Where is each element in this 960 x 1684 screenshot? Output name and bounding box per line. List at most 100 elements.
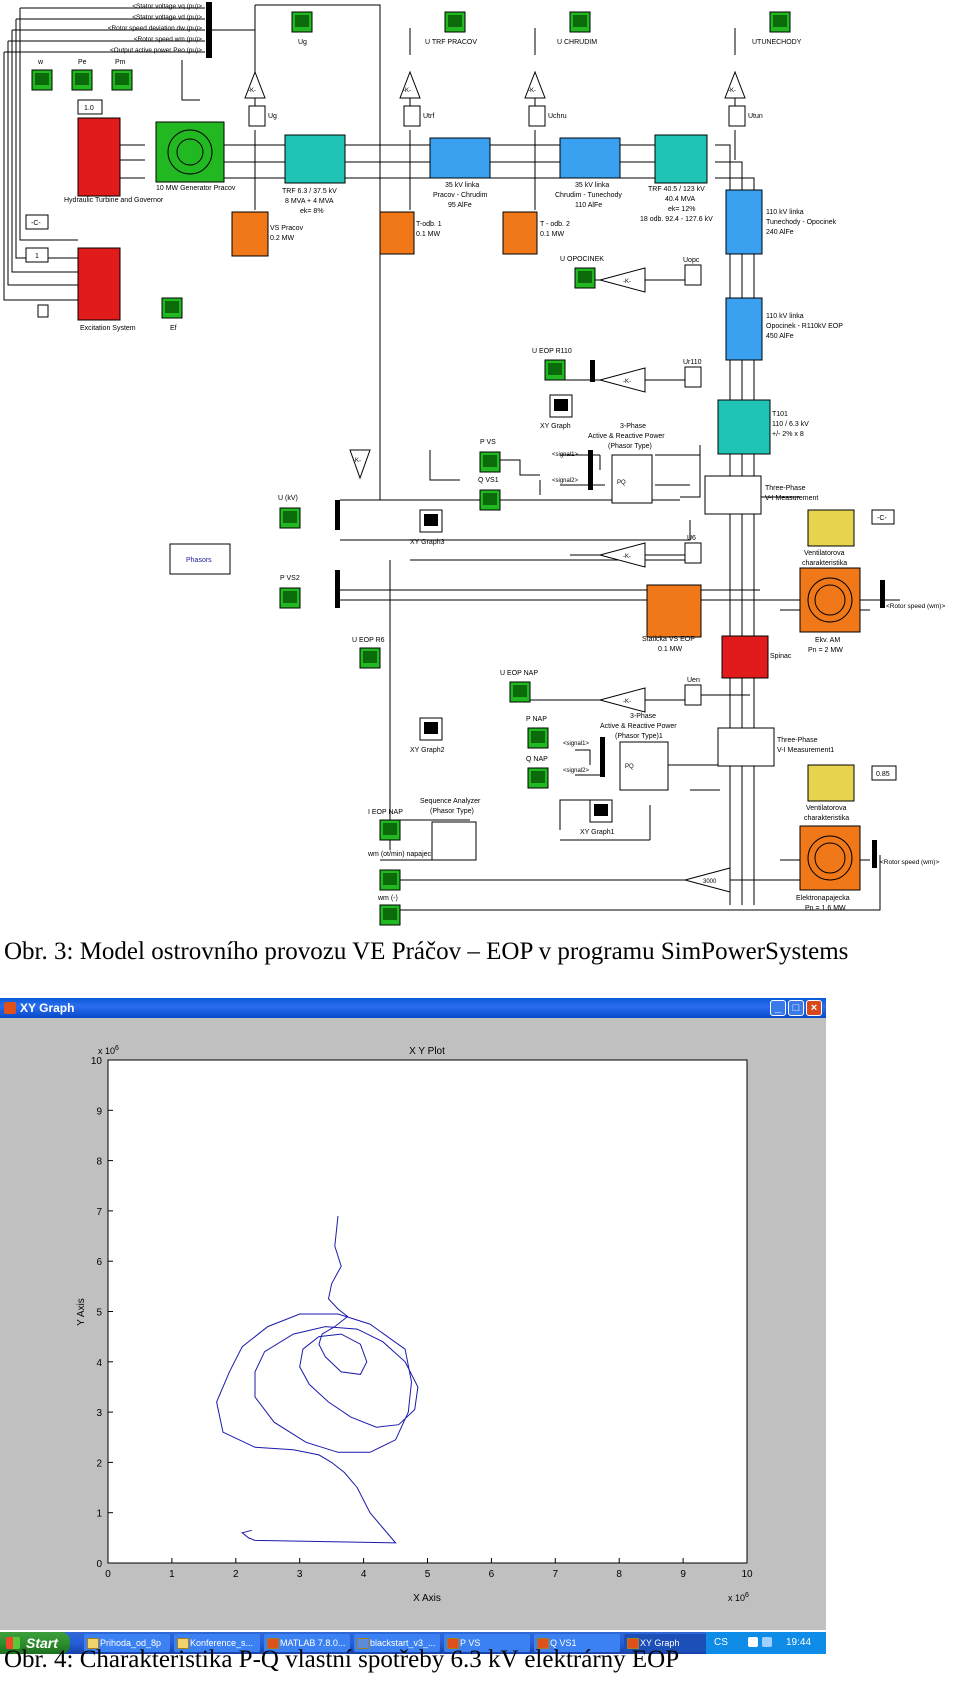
scope-utunechody[interactable]: UTUNECHODY: [752, 11, 802, 46]
minimize-button[interactable]: _: [770, 1000, 786, 1016]
xy-graph-block[interactable]: XY Graph: [540, 394, 573, 430]
tray-icon[interactable]: [762, 1637, 772, 1647]
svg-text:(Phasor Type): (Phasor Type): [608, 443, 652, 450]
t101-block[interactable]: T101 110 / 6.3 kV +/- 2% x 8: [717, 399, 809, 455]
voltage-meter[interactable]: [728, 105, 746, 127]
scope-p-vs2[interactable]: P VS2: [279, 575, 301, 609]
todb1-load[interactable]: T-odb. 1 0.1 MW: [379, 211, 442, 255]
const-c[interactable]: [25, 214, 49, 230]
taskbar-item[interactable]: MATLAB 7.8.0...: [264, 1634, 350, 1652]
scope-u-opocinek[interactable]: U OPOCINEK: [560, 256, 604, 289]
start-button[interactable]: Start: [0, 1632, 70, 1654]
vent1-block[interactable]: Ventilatorova charakteristika: [802, 509, 855, 567]
scope-u-kv[interactable]: U (kV): [278, 495, 301, 529]
vent2-block[interactable]: Ventilatorova charakteristika: [804, 764, 855, 822]
taskbar-item[interactable]: Konference_s...: [174, 1634, 260, 1652]
scope-q-vs1[interactable]: Q VS1: [478, 477, 501, 511]
gain-block[interactable]: [524, 70, 546, 99]
voltage-meter[interactable]: [684, 366, 702, 388]
svg-text:Ventilatorova: Ventilatorova: [804, 550, 845, 557]
tray-icon[interactable]: [748, 1637, 758, 1647]
window-titlebar[interactable]: XY Graph _ □ ×: [0, 998, 826, 1018]
scope-p-nap[interactable]: P NAP: [526, 716, 549, 749]
taskbar-item[interactable]: Q VS1: [534, 1634, 620, 1652]
scope-w[interactable]: w: [31, 59, 53, 91]
todb2-load[interactable]: T - odb. 2 0.1 MW: [502, 211, 570, 255]
line1-block[interactable]: 35 kV linka Pracov - Chrudim 95 AlFe: [429, 137, 491, 209]
scope-q-nap[interactable]: Q NAP: [526, 756, 549, 789]
scope-u-eop-r6[interactable]: U EOP R6: [352, 637, 385, 669]
gain-block[interactable]: [399, 70, 421, 99]
scope-ef[interactable]: Ef: [161, 297, 183, 332]
gain-block[interactable]: [598, 542, 646, 568]
voltage-meter[interactable]: [684, 684, 702, 706]
y-tick-label: 3: [96, 1408, 102, 1419]
voltage-meter[interactable]: [248, 105, 266, 127]
turbine-block[interactable]: Hydraulic Turbine and Governor: [64, 117, 164, 204]
taskbar-item[interactable]: blackstart_v3_...: [354, 1634, 440, 1652]
scope-u-eop-nap[interactable]: U EOP NAP: [500, 670, 538, 703]
maximize-button[interactable]: □: [788, 1000, 804, 1016]
gain-block[interactable]: [598, 267, 646, 293]
gain-block[interactable]: [598, 367, 646, 393]
am2-block[interactable]: Elektronapajecka Pn = 1.6 MW: [796, 825, 861, 912]
xy-graph3-block[interactable]: XY Graph3: [410, 509, 445, 546]
language-indicator[interactable]: CS: [714, 1637, 728, 1648]
svg-text:40.4 MVA: 40.4 MVA: [665, 196, 696, 203]
gain-label: -K-: [403, 88, 411, 94]
voltage-meter[interactable]: [403, 105, 421, 127]
line3-block[interactable]: 110 kV linka Tunechody - Opocinek 240 Al…: [725, 189, 837, 255]
scope-u-trf-pracov[interactable]: U TRF PRACOV: [425, 11, 477, 46]
voltage-meter[interactable]: [684, 542, 702, 564]
vs-pracov-load[interactable]: VS Pracov 0.2 MW: [231, 211, 304, 257]
vi1-block[interactable]: Three-Phase V-I Measurement: [704, 475, 818, 515]
scope-u-chrudim[interactable]: U CHRUDIM: [557, 11, 597, 46]
excitation-block[interactable]: Excitation System: [77, 247, 136, 332]
pq1-block[interactable]: PQ 3-Phase Active & Reactive Power (Phas…: [588, 423, 665, 504]
sequence-analyzer[interactable]: Sequence Analyzer (Phasor Type): [420, 798, 481, 861]
generator-block[interactable]: 10 MW Generator Pracov: [155, 121, 236, 192]
trf2-block[interactable]: TRF 40.5 / 123 kV 40.4 MVA ek= 12% 18 od…: [640, 134, 713, 223]
scope-i-eop-nap[interactable]: I EOP NAP: [368, 809, 403, 841]
terminator[interactable]: [37, 304, 49, 318]
vi2-block[interactable]: Three-Phase V-I Measurement1: [717, 727, 834, 767]
const-085[interactable]: 0.85: [871, 765, 897, 781]
gain-3000[interactable]: [683, 867, 731, 893]
static-vs-load[interactable]: Staticka VS EOP 0.1 MW: [642, 584, 702, 653]
simulink-model-diagram: <Stator voltage vq (pu)> <Stator voltage…: [3, 2, 945, 926]
am1-block[interactable]: Ekv. AM Pn = 2 MW: [799, 567, 861, 654]
voltage-meter[interactable]: [684, 264, 702, 286]
trf1-block[interactable]: TRF 6.3 / 37.5 kV 8 MVA + 4 MVA ek= 8%: [282, 134, 346, 215]
scope-pe[interactable]: Pe: [71, 59, 93, 91]
phasors-block[interactable]: Phasors: [169, 543, 231, 575]
line2-block[interactable]: 35 kV linka Chrudim - Tunechody 110 AlFe: [555, 137, 622, 209]
scope-wm[interactable]: wm (-): [377, 895, 401, 926]
scope-ug[interactable]: Ug: [291, 11, 313, 46]
scope-p-vs[interactable]: P VS: [479, 439, 501, 473]
gain-block[interactable]: [724, 70, 746, 99]
xy-graph2-block[interactable]: XY Graph2: [410, 717, 445, 754]
gain-label: -K-: [623, 554, 631, 560]
scope-pm[interactable]: Pm: [111, 59, 133, 91]
xy-graph1-block[interactable]: XY Graph1: [580, 799, 615, 836]
const-1-0[interactable]: [77, 99, 103, 115]
taskbar-item[interactable]: Prihoda_od_8p: [84, 1634, 170, 1652]
pq2-block[interactable]: PQ 3-Phase Active & Reactive Power (Phas…: [600, 713, 677, 791]
scope-u-eop-r110[interactable]: U EOP R110: [532, 348, 572, 381]
gain-block[interactable]: [598, 687, 646, 713]
svg-text:P VS: P VS: [480, 439, 496, 446]
taskbar-item[interactable]: P VS: [444, 1634, 530, 1652]
spinac-block[interactable]: Spinac: [721, 635, 792, 679]
line4-block[interactable]: 110 kV linka Opocinek - R110kV EOP 450 A…: [725, 297, 843, 361]
taskbar-item-active[interactable]: XY Graph: [624, 1634, 710, 1652]
matlab-icon: [537, 1638, 549, 1649]
gain-block[interactable]: [349, 449, 371, 480]
scope-wm-napajecka[interactable]: wm (ot/min) napajecka: [367, 851, 439, 891]
const-c-2[interactable]: -C-: [871, 509, 895, 525]
const-1[interactable]: [25, 247, 49, 263]
voltage-meter[interactable]: [528, 105, 546, 127]
close-button[interactable]: ×: [806, 1000, 822, 1016]
svg-text:Spinac: Spinac: [770, 653, 792, 660]
gain-block[interactable]: [244, 70, 266, 99]
